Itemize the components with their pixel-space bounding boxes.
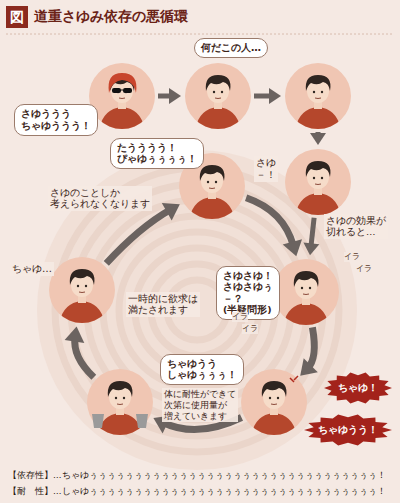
empty-cups xyxy=(92,414,148,428)
arrow-head xyxy=(65,327,85,343)
arrow-head xyxy=(162,203,180,220)
person-circle-node: ちゃゆ！ちゃゆうう！ xyxy=(241,369,307,435)
arrow-shaft xyxy=(308,327,315,368)
caption-text: さゆ－！ xyxy=(254,156,278,182)
arrow-shaft xyxy=(75,337,94,377)
speech-bubble: ちゃゆうう しゃゆぅぅぅ！ xyxy=(160,354,244,385)
footer-note: 【耐 性】…しゃゆぅぅぅぅぅぅぅぅぅぅぅぅぅぅぅぅぅぅぅぅぅぅぅぅぅぅぅぅぅぅぅ… xyxy=(8,486,386,496)
arrow-head xyxy=(303,242,319,255)
arrow-head xyxy=(269,88,281,104)
diagram-title: 道重さゆみ依存の悪循環 xyxy=(34,8,188,25)
person-figures xyxy=(59,75,341,439)
speech-bubble: 何だこの人… xyxy=(194,38,268,58)
shout-burst-text: ちゃゆうう！ xyxy=(318,424,378,436)
person-circle-node: ちゃゆ…一時的に欲求は 満たされます xyxy=(49,257,115,323)
flow-arrow xyxy=(158,88,181,104)
person-circle-node xyxy=(285,63,351,129)
arrow-shaft xyxy=(311,218,314,247)
irritation-mark: イラ xyxy=(242,324,258,334)
caption-text: さゆの効果が 切れると… xyxy=(324,214,388,239)
irritation-mark: イラ xyxy=(232,312,248,322)
irritation-mark: イラ xyxy=(356,264,372,274)
figure-badge-text: 図 xyxy=(6,6,28,28)
caption-text: さゆのことしか 考えられなくなります xyxy=(48,186,152,211)
irritation-mark: イラ xyxy=(344,252,360,262)
cycle-arrow xyxy=(246,198,302,257)
arrow-head xyxy=(169,88,181,104)
shout-burst-shape xyxy=(304,414,392,445)
person-circle-node: さゆ－！さゆの効果が 切れると… xyxy=(285,149,351,215)
person-circle-node: さゆさゆ！ さゆさゆぅ－？ (半疑問形) xyxy=(273,259,339,325)
flow-arrow xyxy=(303,218,319,255)
title-rule xyxy=(6,34,394,35)
arrow-head xyxy=(283,239,302,256)
arrow-shaft xyxy=(106,210,170,264)
figure-badge xyxy=(6,6,28,28)
speech-bubble: さゆさゆ！ さゆさゆぅ－？ (半疑問形) xyxy=(216,266,280,320)
shout-burst-text: ちゃゆ！ xyxy=(338,382,378,394)
sunglasses-fan xyxy=(109,73,137,93)
cycle-note: 体に耐性ができて 次第に使用量が 増えていきます xyxy=(162,388,238,422)
caption-text: 一時的に欲求は 満たされます xyxy=(126,292,200,317)
speech-bubble: たうううう！ ぴゃゆぅぅぅぅ！ xyxy=(110,138,204,169)
caption-text: ちゃゆ… xyxy=(10,262,54,276)
person-circle-node: ちゃゆうう しゃゆぅぅぅ！ xyxy=(87,369,153,435)
cycle-arrow xyxy=(106,203,180,263)
arrow-head xyxy=(300,358,318,376)
arrow-head xyxy=(310,133,326,145)
cycle-arrow xyxy=(300,327,318,375)
footer-note: 【依存性】…ちゃゆぅぅぅぅぅぅぅぅぅぅぅぅぅぅぅぅぅぅぅぅぅぅぅぅぅぅぅぅぅぅぅ… xyxy=(8,470,386,480)
cycle-arrow xyxy=(65,327,94,378)
person-circle-node: たうううう！ ぴゃゆぅぅぅぅ！さゆのことしか 考えられなくなります xyxy=(179,153,245,219)
flow-arrow xyxy=(254,88,281,104)
anger-marks xyxy=(290,376,298,382)
speech-bubble: さゆううう ちゃゆううう！ xyxy=(14,104,98,136)
person-circle-node: 何だこの人… xyxy=(185,63,251,129)
arrow-shaft xyxy=(246,198,293,247)
shout-burst-shape xyxy=(324,372,392,403)
flow-arrow xyxy=(310,132,326,145)
person-circle-node: さゆううう ちゃゆううう！ xyxy=(89,63,155,129)
spiral-rings xyxy=(37,150,357,470)
